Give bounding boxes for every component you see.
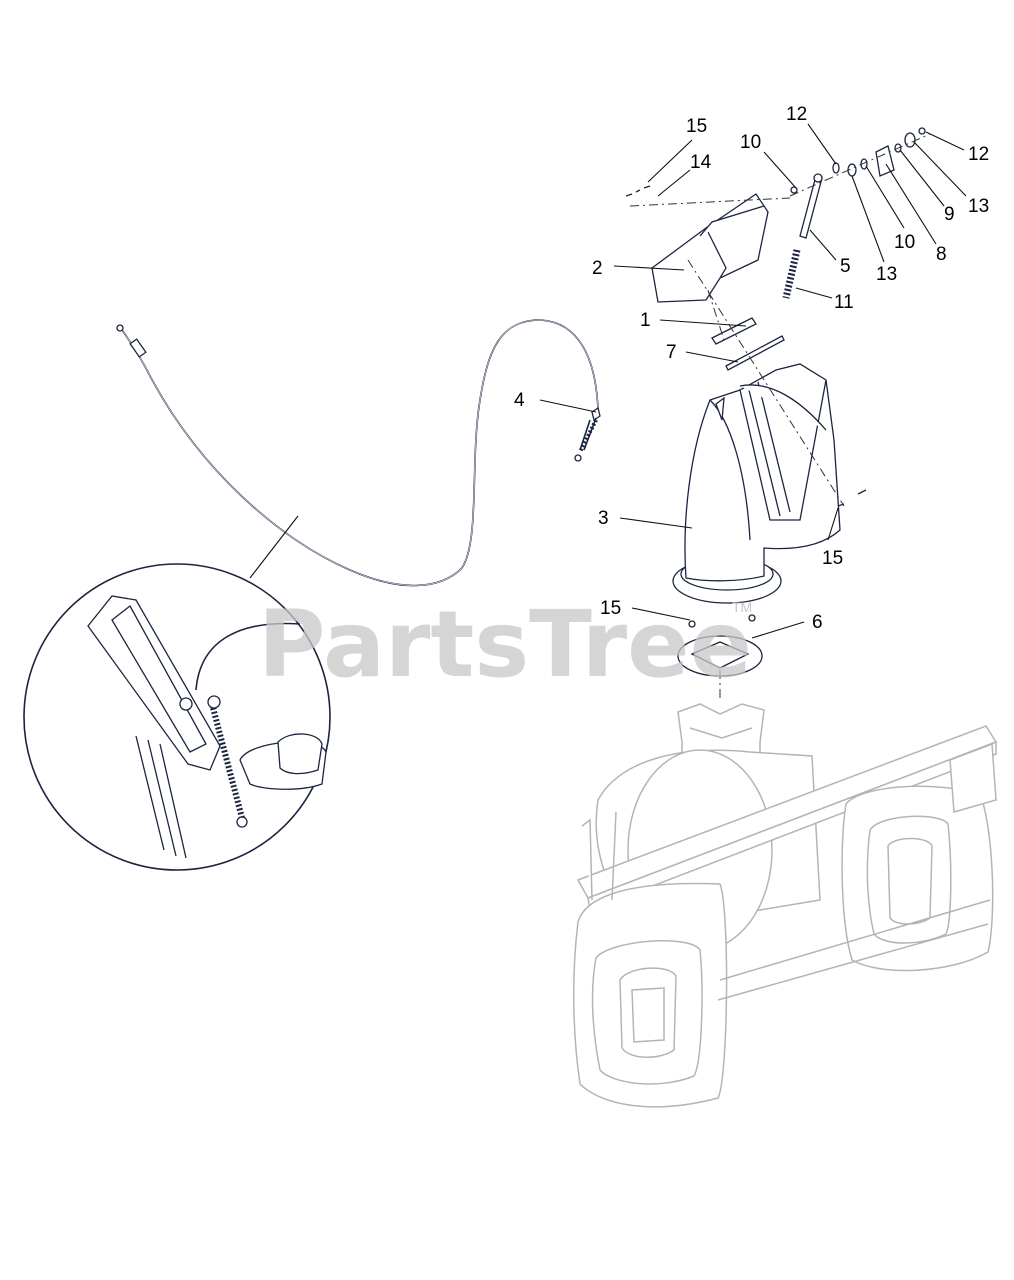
callout-11: 11 [834, 292, 854, 313]
auger-housing [572, 703, 998, 1108]
callout-13: 13 [968, 196, 989, 217]
callout-7: 7 [666, 342, 677, 363]
callout-labels: 15 14 10 12 12 13 9 10 8 13 5 11 2 1 7 4… [514, 104, 989, 633]
callout-10: 10 [740, 132, 761, 153]
callout-15c: 15 [600, 598, 621, 619]
callout-14: 14 [690, 152, 712, 173]
callout-10b: 10 [894, 232, 915, 253]
watermark-trademark: TM [732, 599, 752, 615]
chute-ring [677, 614, 763, 677]
detail-inset [23, 563, 331, 871]
callout-12b: 12 [968, 144, 989, 165]
callout-1: 1 [640, 310, 651, 331]
callout-9: 9 [944, 204, 955, 225]
leader-lines [539, 123, 967, 639]
watermark: PartsTree TM [258, 591, 752, 698]
callout-15b: 15 [822, 548, 843, 569]
discharge-chute [672, 363, 841, 604]
callout-5: 5 [840, 256, 851, 277]
hardware [625, 127, 931, 700]
callout-15: 15 [686, 116, 707, 137]
chute-deflector [651, 193, 769, 303]
callout-4: 4 [514, 390, 525, 411]
callout-2: 2 [592, 258, 603, 279]
callout-3: 3 [598, 508, 609, 529]
watermark-text: PartsTree [258, 591, 752, 698]
callout-12: 12 [786, 104, 807, 125]
callout-13b: 13 [876, 264, 897, 285]
callout-8: 8 [936, 244, 947, 265]
chute-tilt-cable [116, 319, 601, 587]
callout-6: 6 [812, 612, 823, 633]
